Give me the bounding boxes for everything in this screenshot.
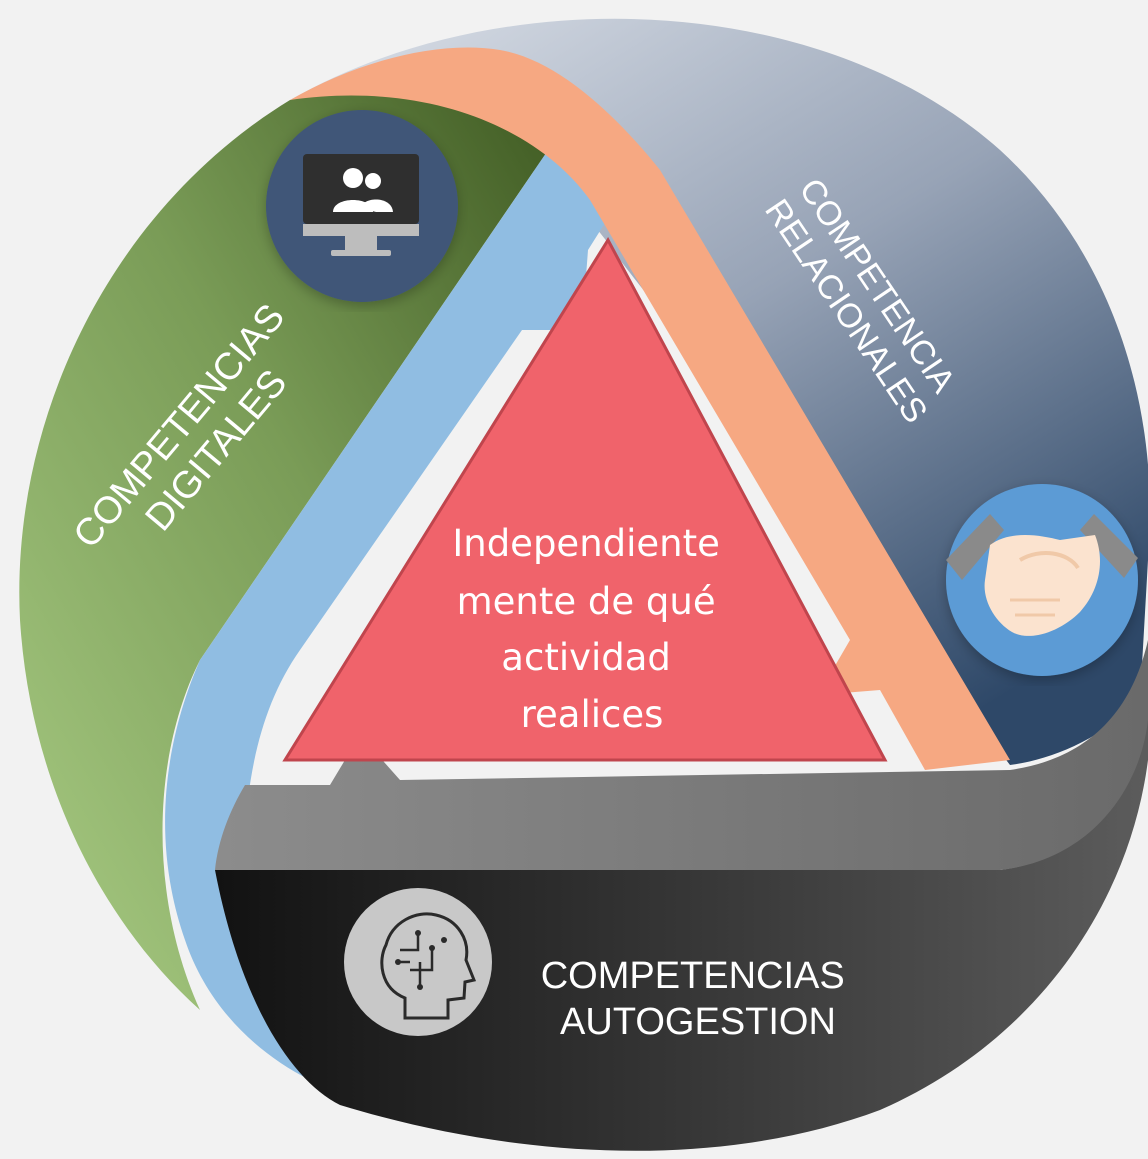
gray-arrow-band — [215, 640, 1148, 870]
autogestion-line-2: AUTOGESTION — [560, 1001, 836, 1043]
orange-arrow-band — [290, 47, 1010, 770]
autogestion-line-1: COMPETENCIAS — [541, 955, 845, 997]
center-line-2: mente de qué — [457, 580, 716, 623]
center-line-4: realices — [521, 693, 664, 736]
computer-users-icon — [266, 110, 458, 302]
digitales-sector — [19, 90, 556, 1011]
handshake-icon — [946, 484, 1138, 676]
center-text: Independiente mente de qué actividad rea… — [452, 522, 731, 736]
blue-arrow-band — [165, 140, 610, 1080]
autogestion-label: COMPETENCIAS AUTOGESTION — [541, 955, 856, 1043]
relacionales-sector — [290, 18, 1148, 765]
center-line-3: actividad — [501, 636, 671, 679]
autogestion-sector — [215, 700, 1148, 1151]
center-triangle — [282, 236, 888, 762]
center-line-1: Independiente — [452, 522, 720, 565]
brain-head-icon — [344, 888, 492, 1036]
